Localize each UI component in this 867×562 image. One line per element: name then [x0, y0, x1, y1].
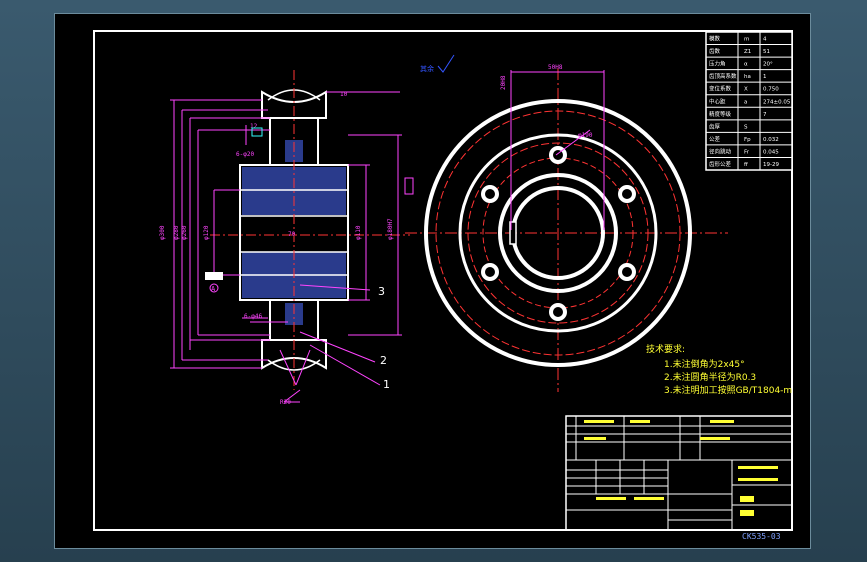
param-symbol: S — [744, 124, 748, 130]
hole-note-top: 6-φ20 — [236, 151, 254, 158]
title-block — [565, 415, 793, 531]
title-block-marks — [584, 420, 778, 516]
callout-1: 1 — [383, 378, 390, 391]
inner-border — [93, 30, 793, 531]
roughness-note: 其余 — [420, 64, 434, 73]
hole-note-bottom: 6-φ46 — [244, 313, 262, 320]
param-symbol: Fr — [744, 149, 750, 155]
bolt-holes — [481, 146, 636, 321]
param-name: 公差 — [709, 135, 721, 143]
svg-text:10: 10 — [340, 91, 348, 98]
param-name: 变位系数 — [709, 85, 732, 93]
param-value: 0.045 — [763, 149, 779, 155]
tech-requirements: 技术要求: 1.未注倒角为2x45° 2.未注圆角半径为R0.3 3.未注明加工… — [646, 343, 792, 396]
front-view: 50H8 20H8 φ190 — [405, 64, 728, 392]
svg-text:70: 70 — [288, 231, 296, 238]
svg-text:φ120: φ120 — [203, 225, 210, 240]
section-dimensions — [170, 91, 402, 403]
tech-item-2: 2.未注圆角半径为R0.3 — [664, 371, 756, 383]
tech-item-3: 3.未注明加工按照GB/T1804-m — [664, 384, 792, 396]
param-symbol: ha — [744, 74, 751, 80]
param-value: 51 — [763, 49, 770, 55]
callout-3: 3 — [378, 285, 385, 298]
param-symbol: X — [744, 87, 748, 93]
param-symbol: m — [744, 37, 749, 43]
view-label: A — [211, 285, 216, 293]
svg-text:φ300: φ300 — [159, 225, 166, 240]
param-name: 齿数 — [709, 47, 721, 55]
param-name: 齿厚 — [709, 123, 721, 130]
param-symbol: α — [744, 62, 748, 68]
param-name: 压力角 — [709, 60, 726, 68]
param-value: 0.032 — [763, 137, 779, 143]
svg-text:φ260: φ260 — [181, 225, 188, 240]
roughness-symbol — [437, 54, 455, 73]
param-value: 0.750 — [763, 87, 779, 93]
param-symbol: ff — [744, 162, 748, 168]
param-symbol: a — [744, 99, 747, 105]
svg-text:φ280: φ280 — [173, 225, 180, 240]
param-value: 4 — [763, 37, 767, 43]
gear-parameter-table: 模数 m 4 齿数 Z1 51 压力角 α 20° 齿顶高系数 ha 1 变位系数 X 0.750 中心距 a 2… — [705, 31, 793, 171]
param-name: 模数 — [709, 35, 721, 43]
svg-text:φ180H7: φ180H7 — [387, 218, 394, 240]
param-name: 中心距 — [709, 97, 726, 105]
svg-text:R20: R20 — [280, 399, 291, 406]
param-name: 精度等级 — [709, 110, 732, 118]
callout-2: 2 — [380, 354, 387, 367]
param-value: 20° — [763, 62, 773, 68]
param-name: 径向跳动 — [709, 147, 732, 155]
param-value: 1 — [763, 74, 767, 80]
param-value: 274±0.05 — [763, 99, 791, 105]
param-symbol: Z1 — [744, 49, 751, 55]
drawing-code: CK535-03 — [742, 532, 781, 541]
view-label-box — [205, 272, 223, 280]
drawing-sheet — [54, 13, 811, 549]
param-name: 齿形公差 — [709, 160, 732, 168]
svg-text:φ110: φ110 — [355, 225, 362, 240]
tech-heading: 技术要求: — [646, 343, 685, 355]
svg-text:12: 12 — [250, 123, 258, 130]
top-width-dim: 50H8 — [548, 64, 563, 71]
param-value: 19-29 — [763, 162, 779, 168]
param-name: 齿顶高系数 — [709, 72, 737, 80]
param-value: 7 — [763, 112, 767, 118]
param-symbol: Fp — [744, 137, 751, 143]
tech-item-1: 1.未注倒角为2x45° — [664, 358, 745, 370]
center-dia-dim: φ190 — [578, 132, 593, 139]
section-view: φ300 φ280 φ260 φ120 φ180H7 φ110 12 R20 1… — [159, 70, 414, 406]
bore-dim: 20H8 — [500, 75, 507, 90]
param-rows: 模数 m 4 齿数 Z1 51 压力角 α 20° 齿顶高系数 ha 1 变位系数 X 0.750 中心距 a 2… — [706, 35, 792, 168]
